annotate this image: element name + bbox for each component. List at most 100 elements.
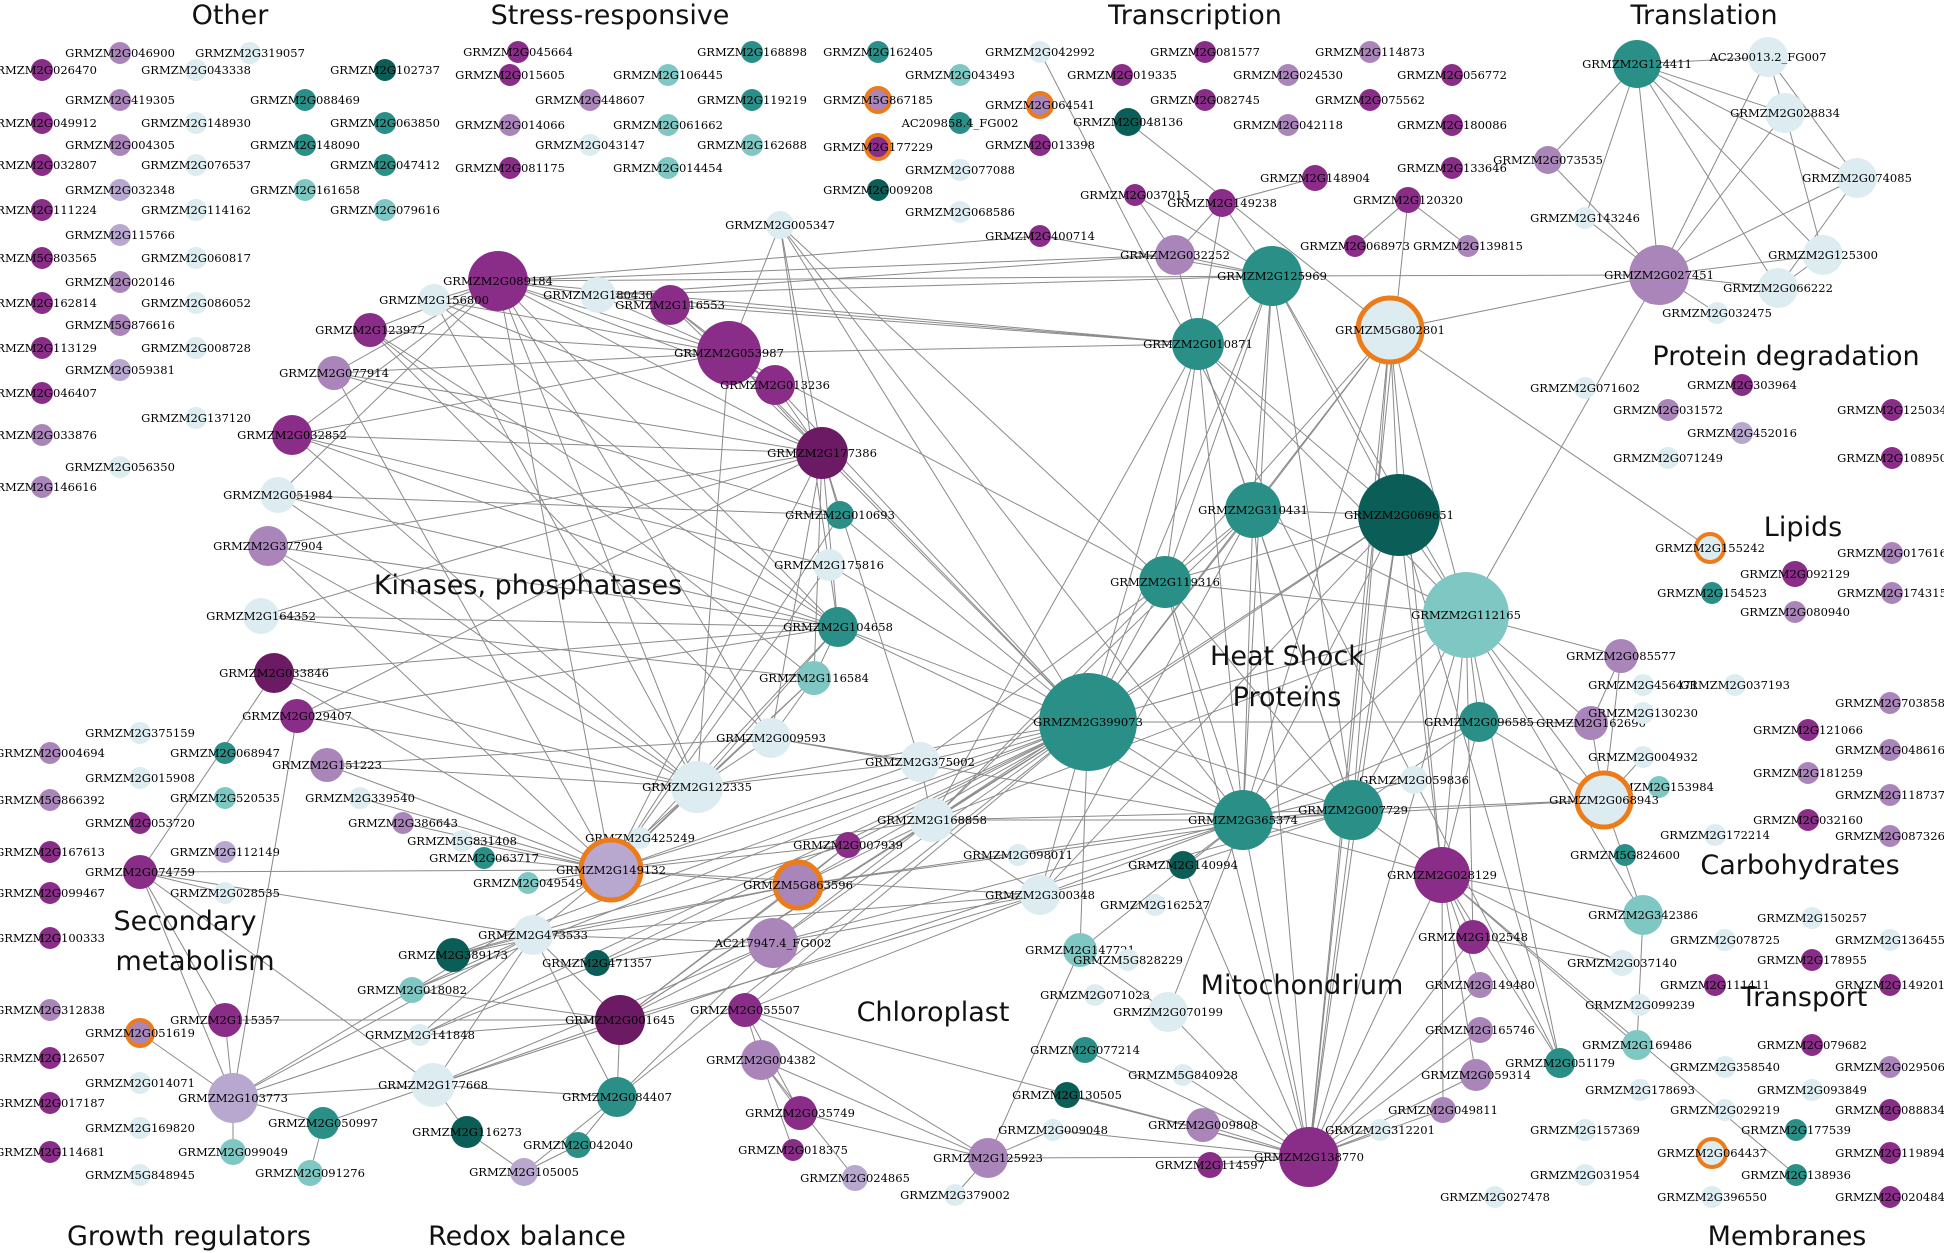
gene-node[interactable]: GRMZM2G114162 xyxy=(141,199,251,221)
gene-node[interactable]: GRMZM2G100333 xyxy=(0,927,105,949)
gene-node[interactable]: GRMZM5G876616 xyxy=(65,314,175,336)
gene-node[interactable]: GRMZM2G137120 xyxy=(141,407,251,429)
gene-node[interactable]: GRMZM2G102548 xyxy=(1418,920,1528,954)
gene-node[interactable]: GRMZM2G377904 xyxy=(213,526,323,566)
gene-node[interactable]: AC217947.4_FG002 xyxy=(714,918,832,968)
gene-node[interactable]: GRMZM2G157369 xyxy=(1530,1119,1640,1141)
gene-node[interactable]: GRMZM2G063850 xyxy=(330,112,440,134)
gene-node[interactable]: GRMZM2G059836 xyxy=(1359,766,1469,794)
gene-node[interactable]: GRMZM2G028535 xyxy=(170,882,280,904)
gene-node[interactable]: GRMZM2G046900 xyxy=(65,42,175,64)
gene-node[interactable]: GRMZM2G001645 xyxy=(565,995,675,1045)
gene-node[interactable]: GRMZM2G063717 xyxy=(429,847,539,869)
gene-node[interactable]: GRMZM2G115357 xyxy=(170,1003,280,1037)
gene-node[interactable]: GRMZM2G079682 xyxy=(1757,1034,1867,1056)
gene-node[interactable]: GRMZM2G162690 xyxy=(1536,706,1646,740)
gene-node[interactable]: GRMZM2G084407 xyxy=(562,1077,672,1117)
gene-node[interactable]: GRMZM2G087326 xyxy=(1835,825,1944,847)
gene-node[interactable]: GRMZM2G389173 xyxy=(398,938,508,972)
gene-node[interactable]: GRMZM2G149201 xyxy=(1835,974,1944,996)
gene-node[interactable]: GRMZM5G828229 xyxy=(1073,949,1183,971)
gene-node[interactable]: GRMZM2G031954 xyxy=(1530,1164,1640,1186)
gene-node[interactable]: GRMZM5G802801 xyxy=(1335,295,1445,365)
gene-node[interactable]: GRMZM2G155242 xyxy=(1655,532,1765,564)
gene-node[interactable]: GRMZM2G050997 xyxy=(268,1107,378,1139)
gene-node[interactable]: GRMZM2G048136 xyxy=(1073,108,1183,136)
gene-node[interactable]: GRMZM2G049811 xyxy=(1388,1097,1498,1123)
gene-node[interactable]: GRMZM2G099239 xyxy=(1585,994,1695,1016)
gene-node[interactable]: GRMZM2G068943 xyxy=(1549,770,1659,830)
gene-node[interactable]: GRMZM2G358540 xyxy=(1670,1056,1780,1078)
gene-node[interactable]: GRMZM2G027451 xyxy=(1604,245,1714,305)
gene-node[interactable]: GRMZM2G121066 xyxy=(1753,719,1863,741)
gene-node[interactable]: GRMZM2G064541 xyxy=(985,91,1095,119)
gene-node[interactable]: GRMZM2G009048 xyxy=(998,1119,1108,1141)
gene-node[interactable]: GRMZM2G032160 xyxy=(1753,809,1863,831)
gene-node[interactable]: GRMZM2G099467 xyxy=(0,882,105,904)
gene-node[interactable]: GRMZM2G448607 xyxy=(535,89,645,111)
gene-node[interactable]: GRMZM2G136455 xyxy=(1835,929,1944,951)
gene-node[interactable]: GRMZM2G162814 xyxy=(0,292,97,314)
gene-node[interactable]: GRMZM2G027478 xyxy=(1440,1186,1550,1208)
gene-node[interactable]: GRMZM2G098011 xyxy=(963,844,1073,866)
gene-node[interactable]: GRMZM2G119894 xyxy=(1835,1142,1944,1164)
gene-node[interactable]: GRMZM2G456471 xyxy=(1588,674,1698,696)
gene-node[interactable]: GRMZM2G703858 xyxy=(1835,692,1944,714)
gene-node[interactable]: GRMZM2G069651 xyxy=(1344,474,1454,556)
gene-node[interactable]: GRMZM2G143246 xyxy=(1530,207,1640,229)
gene-node[interactable]: GRMZM2G138770 xyxy=(1254,1127,1364,1187)
gene-node[interactable]: GRMZM2G168898 xyxy=(697,41,807,63)
gene-node[interactable]: GRMZM2G119219 xyxy=(697,89,807,111)
gene-node[interactable]: GRMZM2G303964 xyxy=(1687,374,1797,396)
gene-node[interactable]: GRMZM2G120320 xyxy=(1353,187,1463,213)
gene-node[interactable]: GRMZM2G032852 xyxy=(237,415,347,455)
gene-node[interactable]: GRMZM2G070199 xyxy=(1113,992,1223,1032)
gene-node[interactable]: GRMZM2G056350 xyxy=(65,456,175,478)
gene-node[interactable]: GRMZM2G081577 xyxy=(1150,41,1260,63)
gene-node[interactable]: GRMZM2G013398 xyxy=(985,134,1095,156)
gene-node[interactable]: GRMZM2G162527 xyxy=(1100,894,1210,916)
gene-node[interactable]: GRMZM2G009593 xyxy=(716,718,826,758)
gene-node[interactable]: GRMZM2G114873 xyxy=(1315,41,1425,63)
gene-node[interactable]: GRMZM2G164352 xyxy=(206,598,316,634)
gene-node[interactable]: GRMZM2G125300 xyxy=(1768,235,1878,275)
gene-node[interactable]: GRMZM2G312838 xyxy=(0,999,105,1021)
gene-node[interactable]: GRMZM2G473533 xyxy=(478,915,588,955)
gene-node[interactable]: GRMZM2G042118 xyxy=(1233,114,1343,136)
gene-node[interactable]: GRMZM2G312201 xyxy=(1325,1119,1435,1141)
gene-node[interactable]: GRMZM2G386643 xyxy=(348,812,458,834)
gene-node[interactable]: GRMZM2G056772 xyxy=(1397,64,1507,86)
gene-node[interactable]: GRMZM2G520535 xyxy=(170,787,280,809)
gene-node[interactable]: GRMZM2G055507 xyxy=(690,993,800,1027)
gene-node[interactable]: GRMZM2G004305 xyxy=(65,134,175,156)
gene-node[interactable]: GRMZM2G080940 xyxy=(1740,601,1850,623)
gene-node[interactable]: GRMZM2G161658 xyxy=(250,179,360,201)
gene-node[interactable]: GRMZM2G146616 xyxy=(0,476,97,498)
gene-node[interactable]: GRMZM2G079616 xyxy=(330,199,440,221)
gene-node[interactable]: GRMZM2G005347 xyxy=(725,211,835,239)
gene-node[interactable]: GRMZM2G061662 xyxy=(613,114,723,136)
gene-node[interactable]: GRMZM2G375159 xyxy=(85,722,195,744)
gene-node[interactable]: GRMZM2G116584 xyxy=(759,661,869,695)
gene-node[interactable]: GRMZM2G140994 xyxy=(1128,851,1238,879)
gene-node[interactable]: GRMZM2G074085 xyxy=(1802,158,1912,198)
gene-node[interactable]: GRMZM2G096585 xyxy=(1424,702,1534,742)
gene-node[interactable]: GRMZM2G122335 xyxy=(642,761,752,813)
gene-node[interactable]: GRMZM2G113129 xyxy=(0,337,97,359)
gene-node[interactable]: GRMZM5G840928 xyxy=(1128,1064,1238,1086)
gene-node[interactable]: GRMZM5G824600 xyxy=(1570,844,1680,866)
gene-node[interactable]: GRMZM2G045664 xyxy=(463,41,573,63)
gene-node[interactable]: GRMZM2G018375 xyxy=(738,1139,848,1161)
gene-node[interactable]: GRMZM5G848945 xyxy=(85,1164,195,1186)
gene-node[interactable]: GRMZM2G300348 xyxy=(985,875,1095,915)
gene-node[interactable]: GRMZM2G077088 xyxy=(905,159,1015,181)
gene-node[interactable]: GRMZM2G051619 xyxy=(85,1018,195,1048)
gene-node[interactable]: GRMZM2G103773 xyxy=(178,1073,288,1123)
gene-node[interactable]: GRMZM2G141848 xyxy=(365,1024,475,1046)
gene-node[interactable]: GRMZM2G066222 xyxy=(1723,268,1833,308)
gene-node[interactable]: GRMZM2G379002 xyxy=(900,1184,1010,1206)
gene-node[interactable]: GRMZM2G154523 xyxy=(1657,582,1767,604)
gene-node[interactable]: GRMZM2G024865 xyxy=(800,1165,910,1191)
gene-node[interactable]: GRMZM2G004932 xyxy=(1588,746,1698,768)
gene-node[interactable]: GRMZM2G059314 xyxy=(1421,1059,1531,1091)
